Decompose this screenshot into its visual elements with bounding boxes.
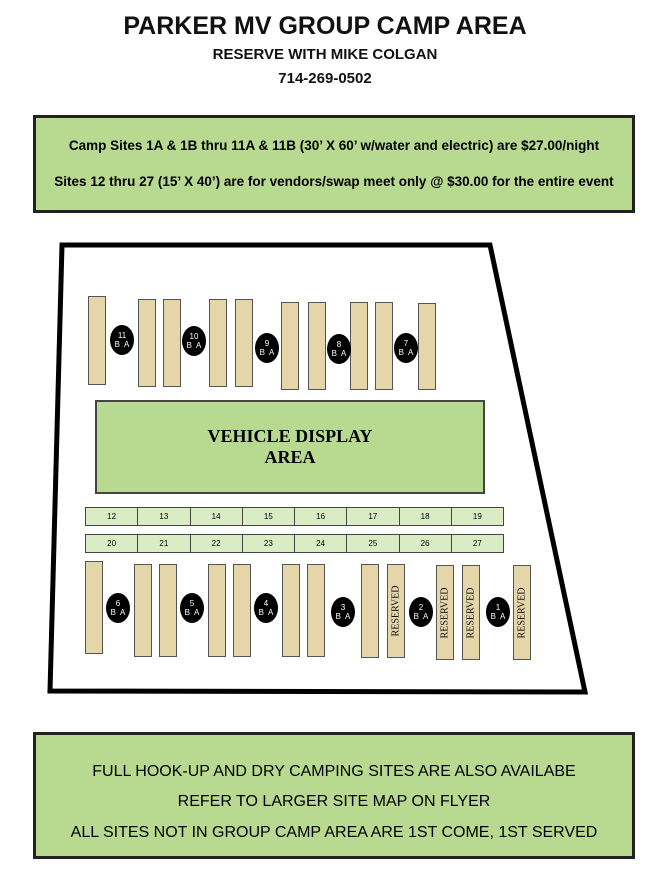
vendor-site: 18 [399, 508, 452, 525]
site-number: 10 [189, 332, 199, 341]
vehicle-display-area: VEHICLE DISPLAY AREA [95, 400, 485, 494]
site-number: 1 [495, 603, 501, 612]
campsite-pad: RESERVED [436, 565, 454, 660]
reserved-label: RESERVED [390, 585, 402, 637]
campsite-pad [134, 564, 152, 657]
site-number: 8 [336, 340, 342, 349]
vehicle-area-label: AREA [264, 447, 316, 467]
site-sides-label: B A [114, 340, 130, 349]
campsite-pad [208, 564, 226, 657]
site-number: 4 [263, 599, 269, 608]
note-line: FULL HOOK-UP AND DRY CAMPING SITES ARE A… [92, 763, 576, 780]
campsite-pad: RESERVED [462, 565, 480, 660]
vendor-site: 27 [451, 535, 503, 552]
campsite-pad [235, 299, 253, 387]
campsite-pad [163, 299, 181, 387]
site-sides-label: B A [184, 608, 200, 617]
site-sides-label: B A [186, 341, 202, 350]
site-sides-label: B A [413, 612, 429, 621]
site-sides-label: B A [110, 608, 126, 617]
vendor-site: 20 [86, 535, 139, 552]
campsite-pad [281, 302, 299, 390]
campsite-pad [159, 564, 177, 657]
campsite-pad [307, 564, 325, 657]
vendor-site: 13 [138, 508, 191, 525]
vendor-site: 17 [347, 508, 400, 525]
phone: 714-269-0502 [278, 70, 372, 87]
campsite-pad [85, 561, 103, 654]
site-number: 7 [403, 339, 409, 348]
campsite-pad [361, 564, 379, 658]
campsite-pad [282, 564, 300, 657]
campsite-pad [418, 303, 436, 390]
site-number: 9 [264, 339, 270, 348]
campsite-pad [308, 302, 326, 390]
campsite-pad [138, 299, 156, 387]
vendor-site: 15 [242, 508, 295, 525]
vendor-site: 26 [399, 535, 452, 552]
vendor-site: 24 [295, 535, 348, 552]
campsite-pad [88, 296, 106, 385]
page-title: PARKER MV GROUP CAMP AREA [123, 12, 527, 40]
note-line: REFER TO LARGER SITE MAP ON FLYER [177, 793, 491, 810]
reserved-label: RESERVED [439, 587, 451, 638]
vendor-site: 19 [451, 508, 503, 525]
pricing-line: Camp Sites 1A & 1B thru 11A & 11B (30’ X… [68, 138, 600, 153]
campsite-pad: RESERVED [387, 564, 405, 658]
site-number: 6 [115, 599, 121, 608]
pricing-line: Sites 12 thru 27 (15’ X 40’) are for ven… [54, 174, 614, 189]
vendor-site: 14 [190, 508, 243, 525]
site-number: 3 [340, 603, 346, 612]
vendor-site: 22 [190, 535, 243, 552]
site-number: 2 [418, 603, 424, 612]
campsite-pad [375, 302, 393, 390]
vehicle-area-label: VEHICLE DISPLAY [207, 426, 373, 446]
campsite-pad [233, 564, 251, 657]
site-sides-label: B A [258, 608, 274, 617]
site-number: 11 [117, 331, 127, 340]
reserved-label: RESERVED [516, 587, 528, 638]
vendor-site: 12 [86, 508, 139, 525]
subtitle: RESERVE WITH MIKE COLGAN [212, 46, 438, 63]
site-sides-label: B A [490, 612, 506, 621]
site-sides-label: B A [335, 612, 351, 621]
site-sides-label: B A [398, 348, 414, 357]
note-line: ALL SITES NOT IN GROUP CAMP AREA ARE 1ST… [70, 824, 598, 841]
site-sides-label: B A [331, 349, 347, 358]
site-number: 5 [189, 599, 195, 608]
vendor-site: 25 [347, 535, 400, 552]
vendor-site: 21 [138, 535, 191, 552]
vendor-site: 23 [242, 535, 295, 552]
campsite-pad [209, 299, 227, 387]
campsite-pad [350, 302, 368, 390]
campsite-pad: RESERVED [513, 565, 531, 660]
pricing-box: Camp Sites 1A & 1B thru 11A & 11B (30’ X… [33, 115, 635, 213]
notes-box: FULL HOOK-UP AND DRY CAMPING SITES ARE A… [33, 732, 635, 859]
site-sides-label: B A [259, 348, 275, 357]
reserved-label: RESERVED [465, 587, 477, 638]
vendor-site: 16 [295, 508, 348, 525]
